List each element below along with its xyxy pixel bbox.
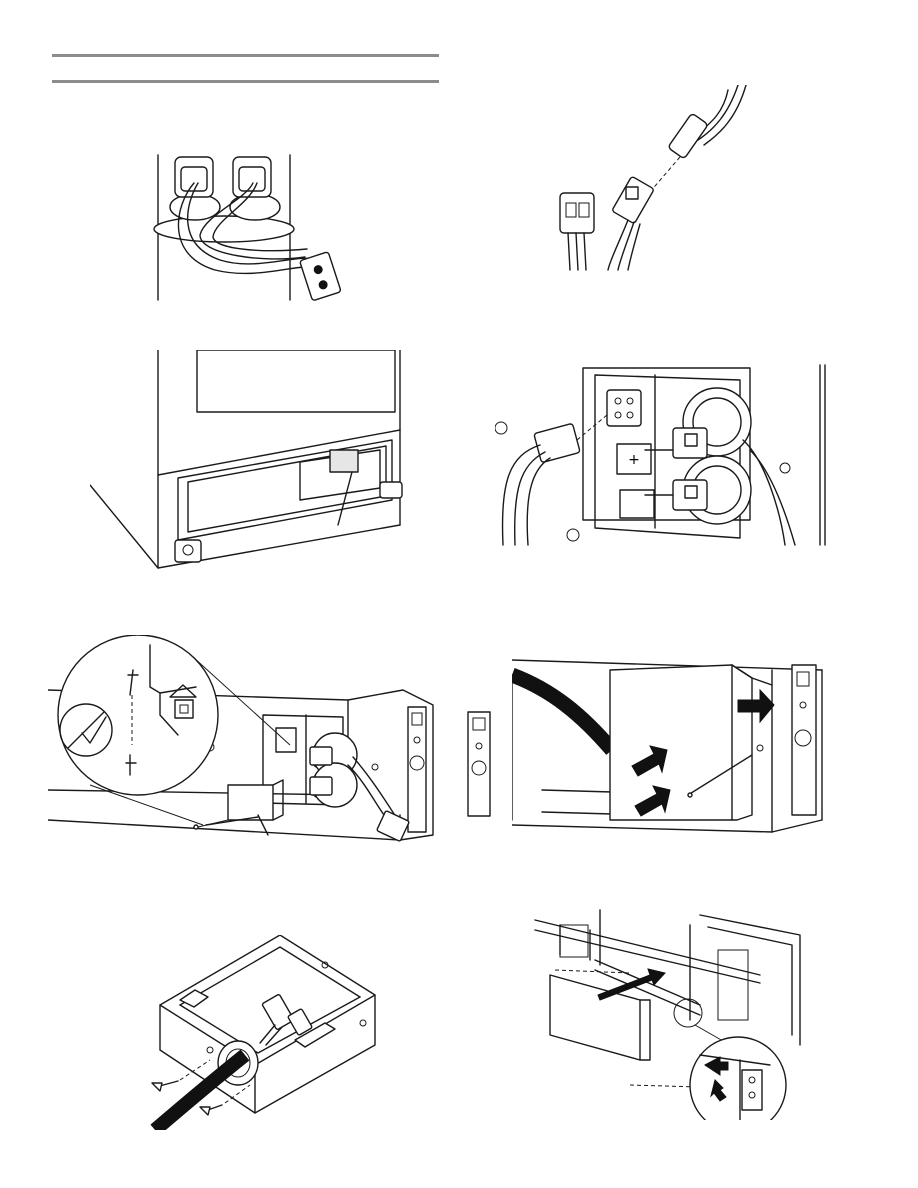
junction-box-connection-figure: + xyxy=(495,360,830,550)
bracket-strip-figure xyxy=(466,710,492,818)
svg-text:+: + xyxy=(628,452,640,468)
cover-installation-figure xyxy=(512,650,832,840)
range-base-access-figure xyxy=(90,350,410,575)
section-rule-bottom xyxy=(52,80,439,83)
section-rule-top xyxy=(52,54,439,57)
drawer-installation-figure xyxy=(530,905,805,1120)
conduit-box-figure xyxy=(150,935,380,1130)
capacitor-terminals-figure xyxy=(145,145,375,305)
terminal-block-detail-figure xyxy=(48,635,443,850)
wire-connector-plug-figure xyxy=(548,85,758,275)
